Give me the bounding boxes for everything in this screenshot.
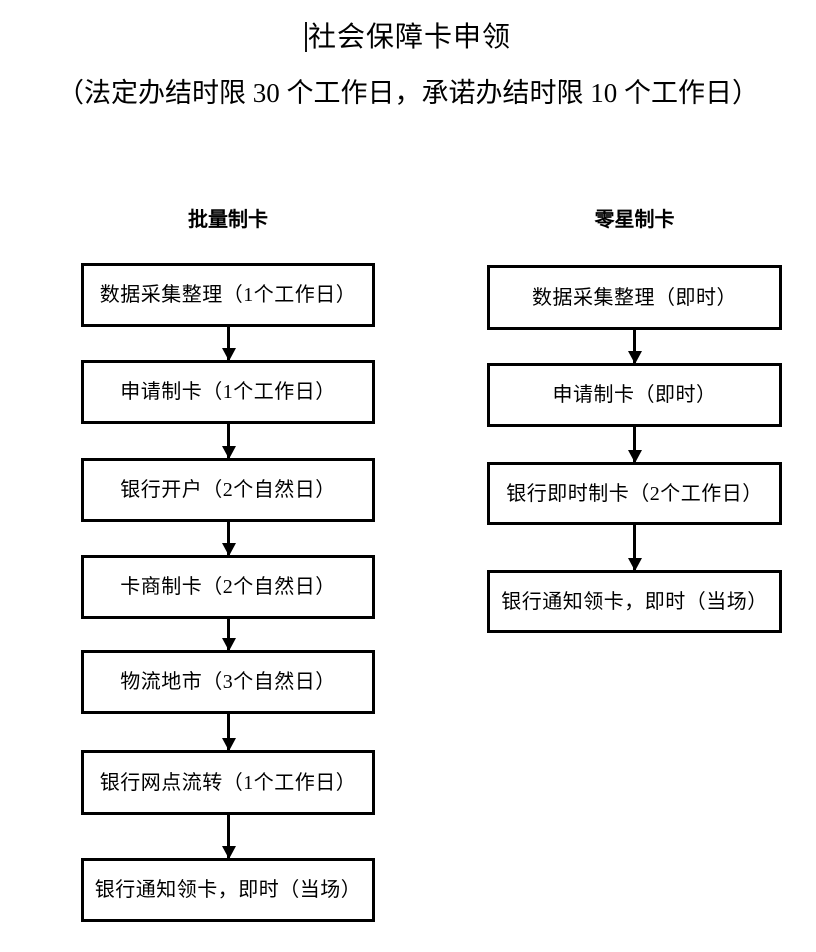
flow-arrow-batch-2-3	[227, 424, 230, 458]
flow-node-batch-6[interactable]: 银行网点流转（1个工作日）	[81, 750, 375, 815]
page-subtitle: （法定办结时限 30 个工作日，承诺办结时限 10 个工作日）	[57, 78, 759, 108]
flow-node-batch-1[interactable]: 数据采集整理（1个工作日）	[81, 263, 375, 327]
flow-node-individual-2[interactable]: 申请制卡（即时）	[487, 363, 782, 427]
flow-node-batch-7[interactable]: 银行通知领卡，即时（当场）	[81, 858, 375, 922]
flow-node-batch-4[interactable]: 卡商制卡（2个自然日）	[81, 555, 375, 619]
column-header-batch: 批量制卡	[188, 209, 268, 231]
flow-arrow-individual-3-4	[633, 525, 636, 570]
flow-arrow-batch-5-6	[227, 714, 230, 750]
flow-arrow-batch-1-2	[227, 327, 230, 360]
flow-arrow-individual-2-3	[633, 427, 636, 462]
flow-node-individual-3[interactable]: 银行即时制卡（2个工作日）	[487, 462, 782, 525]
title-block: 社会保障卡申领 （法定办结时限 30 个工作日，承诺办结时限 10 个工作日）	[0, 18, 816, 108]
text-cursor-caret	[304, 22, 307, 52]
page-title: 社会保障卡申领	[304, 18, 511, 58]
column-header-individual: 零星制卡	[594, 209, 675, 231]
flow-node-individual-4[interactable]: 银行通知领卡，即时（当场）	[487, 570, 782, 633]
flow-arrow-batch-4-5	[227, 619, 230, 650]
flow-node-batch-2[interactable]: 申请制卡（1个工作日）	[81, 360, 375, 424]
flow-node-batch-3[interactable]: 银行开户（2个自然日）	[81, 458, 375, 522]
flow-node-individual-1[interactable]: 数据采集整理（即时）	[487, 265, 782, 330]
flow-arrow-batch-3-4	[227, 522, 230, 555]
page-title-text: 社会保障卡申领	[307, 22, 511, 53]
flow-node-batch-5[interactable]: 物流地市（3个自然日）	[81, 650, 375, 714]
flow-arrow-batch-6-7	[227, 815, 230, 858]
flow-arrow-individual-1-2	[633, 330, 636, 363]
